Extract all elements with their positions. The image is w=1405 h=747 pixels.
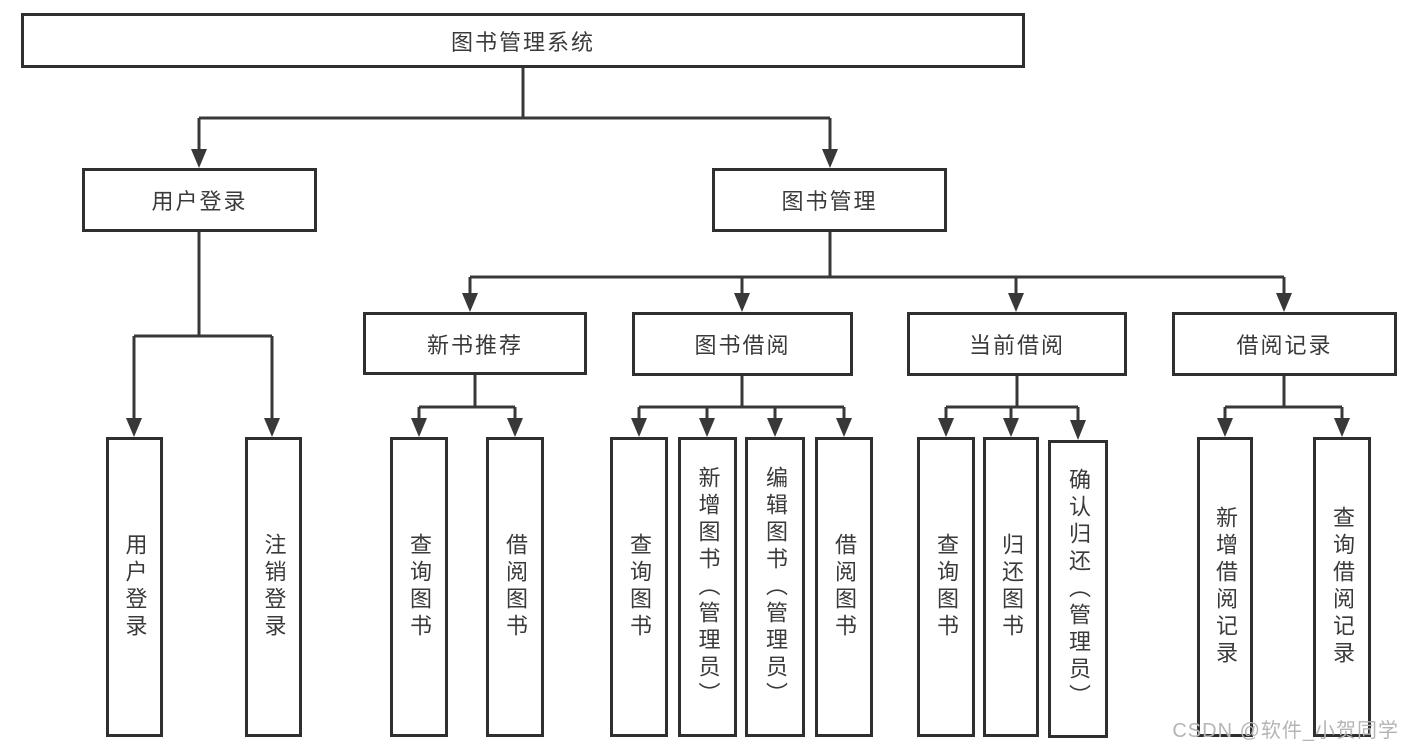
leaf-add-borrowing-record: 新增借阅记录 [1197, 437, 1253, 737]
node-user-login: 用户登录 [82, 168, 317, 232]
node-label: 新书推荐 [426, 332, 523, 358]
leaf-label: 查询图书 [627, 533, 652, 641]
node-label: 图书管理 [781, 189, 878, 214]
node-book-management: 图书管理 [712, 168, 947, 232]
leaf-borrow-books: 借阅图书 [815, 437, 873, 737]
leaf-label: 查询图书 [934, 533, 959, 641]
node-label: 用户登录 [151, 189, 248, 214]
connector-new-book-rec-children [411, 375, 523, 437]
leaf-edit-books-admin: 编辑图书（管理员） [745, 437, 805, 737]
leaf-query-books: 查询图书 [917, 437, 975, 737]
node-borrowing-records: 借阅记录 [1172, 312, 1397, 376]
node-book-borrowing: 图书借阅 [632, 312, 853, 376]
csdn-watermark: CSDN @软件_小贺同学 [1172, 720, 1399, 742]
leaf-label: 归还图书 [999, 533, 1024, 641]
node-label: 图书借阅 [694, 333, 791, 358]
leaf-add-books-admin: 新增图书（管理员） [678, 437, 737, 737]
leaf-label: 确认归还（管理员） [1066, 467, 1091, 711]
node-new-book-recommendation: 新书推荐 [363, 312, 587, 375]
leaf-label: 借阅图书 [832, 533, 857, 641]
leaf-query-books: 查询图书 [390, 437, 448, 737]
leaf-logout: 注销登录 [245, 437, 302, 737]
node-label: 图书管理系统 [450, 29, 595, 55]
leaf-query-books: 查询图书 [610, 437, 668, 737]
leaf-user-login: 用户登录 [106, 437, 163, 737]
connector-current-borrow-children [938, 376, 1086, 440]
leaf-label: 用户登录 [122, 533, 148, 641]
leaf-label: 注销登录 [261, 533, 287, 641]
leaf-borrow-books: 借阅图书 [486, 437, 544, 737]
node-library-management-system: 图书管理系统 [21, 13, 1025, 68]
node-current-borrowing: 当前借阅 [907, 312, 1127, 376]
leaf-label: 查询图书 [407, 533, 432, 641]
leaf-label: 查询借阅记录 [1330, 506, 1355, 668]
connector-root-to-level2 [191, 68, 838, 168]
leaf-confirm-return-admin: 确认归还（管理员） [1048, 440, 1108, 738]
leaf-label: 借阅图书 [503, 533, 528, 641]
connector-borrow-records-children [1217, 376, 1350, 437]
leaf-label: 新增图书（管理员） [695, 465, 721, 709]
leaf-label: 编辑图书（管理员） [763, 465, 788, 709]
leaf-return-books: 归还图书 [983, 437, 1039, 737]
leaf-query-borrowing-record: 查询借阅记录 [1313, 437, 1371, 737]
connector-book-borrow-children [631, 376, 852, 437]
leaf-label: 新增借阅记录 [1213, 506, 1238, 668]
connector-book-mgmt-children [462, 232, 1292, 312]
connector-user-login-children [126, 232, 280, 437]
node-label: 当前借阅 [968, 333, 1065, 358]
node-label: 借阅记录 [1236, 333, 1333, 358]
